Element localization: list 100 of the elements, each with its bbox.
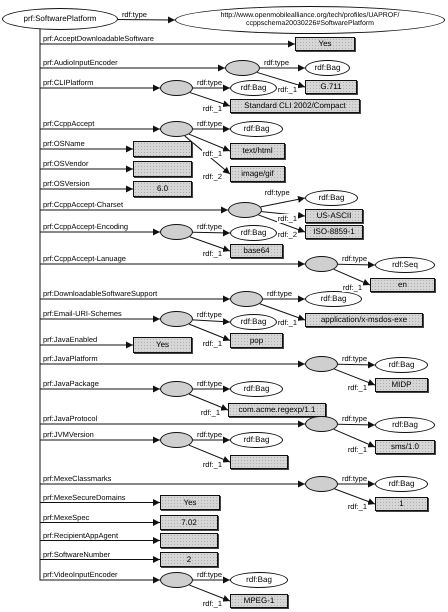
- arrow: [188, 394, 228, 411]
- node-label: rdf:Seq: [391, 260, 419, 270]
- literal-box: [228, 403, 326, 417]
- node-label: prf:SoftwarePlatform: [22, 14, 98, 24]
- literal-box: [230, 166, 285, 182]
- literal-box: [160, 495, 220, 510]
- literal-box: [230, 143, 285, 159]
- node-label: US-ASCII: [316, 211, 352, 221]
- resource-ellipse: [375, 357, 428, 373]
- literal-box: [305, 313, 423, 327]
- node-label: Yes: [317, 39, 333, 49]
- literal-box: [230, 99, 360, 113]
- literal-box: [160, 515, 218, 530]
- resource-ellipse: [230, 381, 283, 397]
- node-label: rdf:Bag: [314, 63, 342, 73]
- arrow: [190, 92, 230, 108]
- arrow: [262, 296, 306, 302]
- arrow: [188, 324, 230, 342]
- arrow: [334, 368, 376, 386]
- blank-node-ellipse: [305, 256, 338, 272]
- node-label: base64: [242, 246, 271, 256]
- arrow: [260, 64, 306, 72]
- resource-ellipse: [375, 476, 428, 492]
- arrow: [338, 361, 376, 368]
- arrow: [188, 444, 230, 463]
- literal-box: [160, 533, 218, 548]
- blank-node-ellipse: [160, 572, 193, 588]
- arrow: [192, 576, 230, 584]
- literal-box: [230, 594, 288, 608]
- node-label: 1: [398, 499, 405, 509]
- blank-node-ellipse: [228, 202, 262, 218]
- node-label: MIDP: [390, 380, 412, 390]
- node-label: image/gif: [240, 169, 275, 179]
- node-label: G.711: [319, 82, 343, 92]
- blank-node-ellipse: [230, 291, 263, 307]
- literal-box: [133, 141, 192, 157]
- literal-box: [133, 181, 192, 197]
- arrow: [261, 211, 306, 219]
- blank-node-ellipse: [305, 356, 338, 372]
- arrow: [192, 84, 230, 92]
- node-label: Yes: [182, 498, 198, 508]
- node-label: 6.0: [156, 184, 170, 194]
- node-label: com.acme.regexp/1.1: [238, 405, 316, 415]
- node-label: rdf:Bag: [240, 83, 268, 93]
- node-label: pop: [248, 336, 264, 346]
- node-label: rdf:Bag: [240, 317, 268, 327]
- arrow: [256, 72, 306, 88]
- arrow: [192, 126, 230, 132]
- blank-node-ellipse: [225, 60, 260, 76]
- node-label: 7.02: [180, 518, 198, 528]
- resource-ellipse: [230, 572, 288, 588]
- resource-ellipse: [305, 291, 362, 307]
- arrow: [259, 303, 306, 321]
- blank-node-ellipse: [305, 476, 338, 492]
- resource-ellipse: [230, 314, 277, 330]
- arrow: [192, 436, 230, 444]
- resource-ellipse: [305, 60, 350, 76]
- node-label: rdf:Bag: [320, 294, 348, 304]
- node-label: Yes: [154, 340, 170, 350]
- resource-ellipse: [305, 190, 358, 206]
- resource-ellipse: [230, 80, 277, 96]
- blank-node-ellipse: [160, 224, 193, 240]
- arrow: [192, 229, 230, 236]
- blank-node-ellipse: [160, 80, 193, 96]
- blank-node-ellipse: [305, 416, 338, 432]
- arrow: [338, 421, 376, 428]
- resource-ellipse: [230, 432, 283, 448]
- node-label: sms/1.0: [390, 442, 420, 452]
- arrow: [188, 584, 230, 602]
- node-label: rdf:Bag: [388, 360, 416, 370]
- node-label: text/html: [241, 146, 274, 156]
- arrow: [117, 16, 176, 24]
- node-label: rdf:Bag: [242, 384, 270, 394]
- node-label: rdf:Bag: [245, 575, 273, 585]
- arrow: [189, 236, 230, 252]
- node-label: Standard CLI 2002/Compact: [243, 101, 347, 111]
- node-label: rdf:Bag: [391, 420, 419, 430]
- literal-box: [375, 378, 428, 392]
- literal-box: [133, 161, 192, 177]
- blank-node-ellipse: [160, 381, 193, 397]
- node-label: rdf:Bag: [240, 228, 268, 238]
- resource-ellipse: [230, 225, 277, 241]
- arrow: [192, 318, 230, 326]
- arrow: [258, 214, 306, 233]
- arrow: [338, 480, 376, 488]
- node-label: application/x-msdos-exe: [320, 315, 408, 325]
- blank-node-ellipse: [160, 121, 193, 137]
- resource-ellipse: [375, 257, 435, 273]
- node-label: MPEG-1: [242, 596, 276, 606]
- literal-box: [133, 337, 192, 353]
- arrow: [260, 196, 306, 208]
- blank-node-ellipse: [160, 311, 193, 327]
- node-label: 2: [186, 554, 192, 564]
- literal-box: [230, 244, 283, 258]
- literal-box: [305, 80, 357, 94]
- arrow: [192, 386, 230, 392]
- node-label: en: [397, 280, 408, 290]
- node-label: rdf:Bag: [318, 193, 346, 203]
- arrow: [334, 488, 376, 505]
- arrow: [333, 428, 376, 448]
